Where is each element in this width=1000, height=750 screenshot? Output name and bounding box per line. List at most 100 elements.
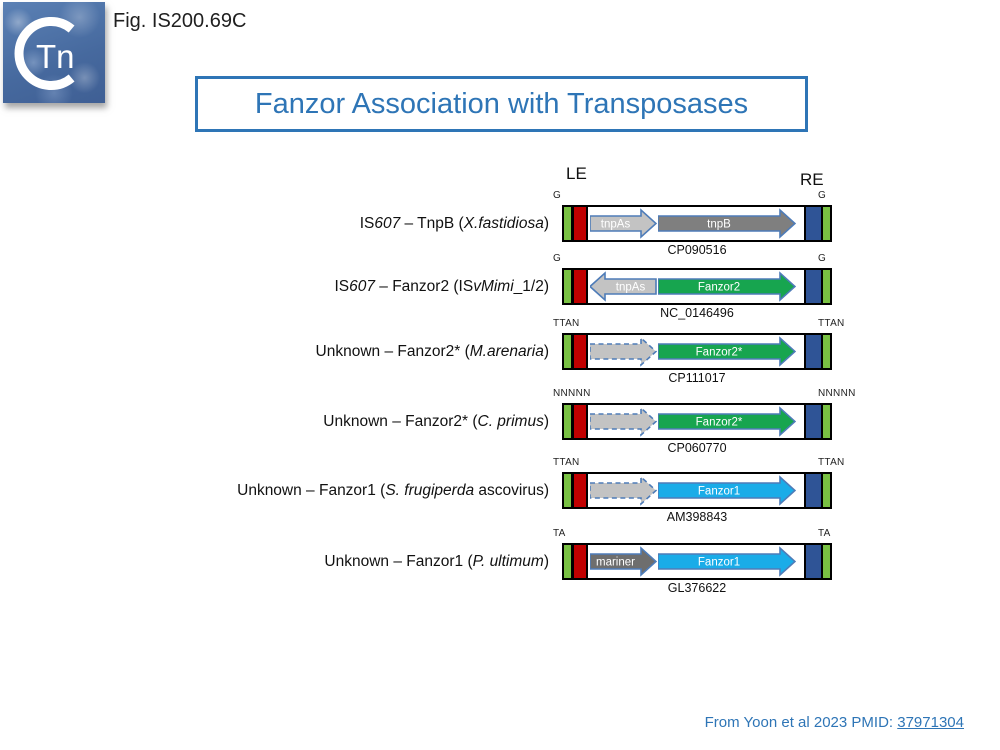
flank-right-label: TTAN: [818, 318, 845, 329]
row-label-part: ): [543, 343, 549, 360]
degraded-orf-arrow-shape: [590, 475, 657, 506]
re-blue-box: [804, 335, 821, 368]
re-blue-box: [804, 207, 821, 240]
re-green-box: [821, 474, 830, 507]
logo-tn-text: Tn: [36, 38, 75, 75]
citation-text: From Yoon et al 2023 PMID:: [704, 714, 898, 731]
row-label-part: _1/2): [513, 278, 549, 295]
accession-label: CP111017: [668, 371, 726, 385]
le-green-box: [564, 405, 574, 438]
row-label-part: IS: [359, 215, 375, 232]
row-label: Unknown – Fanzor2* (C. primus): [0, 403, 549, 440]
row-label-part: C. primus: [477, 413, 544, 430]
flank-right-label: G: [818, 253, 827, 264]
Fanzor2-arrow-label: Fanzor2: [698, 282, 740, 294]
flank-right-label: TTAN: [818, 457, 845, 468]
row-label-part: 607: [374, 215, 401, 232]
gene-arrow-degraded-orf: [590, 406, 657, 437]
re-green-box: [821, 270, 830, 303]
le-green-box: [564, 207, 574, 240]
bar-middle: Fanzor2*: [588, 335, 804, 368]
row-label: IS607 – Fanzor2 (ISvMimi_1/2): [0, 268, 549, 305]
row-label-part: – Fanzor2 (IS: [374, 278, 474, 295]
Fanzor1-arrow-shape: [658, 475, 796, 506]
re-terminus-label: RE: [800, 170, 824, 189]
le-red-box: [574, 270, 588, 303]
row-label-part: S. frugiperda: [385, 482, 475, 499]
flank-left-label: G: [553, 253, 562, 264]
row-label-part: Unknown – Fanzor2* (: [323, 413, 478, 430]
le-green-box: [564, 545, 574, 578]
flank-left-label: NNNNN: [553, 388, 591, 399]
le-green-box: [564, 270, 574, 303]
re-blue-box: [804, 474, 821, 507]
bar-middle: Fanzor2*: [588, 405, 804, 438]
row-label: Unknown – Fanzor1 (S. frugiperda ascovir…: [0, 472, 549, 509]
le-red-box: [574, 335, 588, 368]
mariner-arrow-label: mariner: [596, 557, 635, 569]
Fanzor2star-arrow-shape: [658, 336, 796, 367]
tncentral-logo: Tn: [3, 2, 105, 103]
transposon-bar: Fanzor2*: [562, 403, 832, 440]
flank-left-label: TA: [553, 528, 566, 539]
transposon-bar: tnpAs Fanzor2: [562, 268, 832, 305]
row-label-part: Unknown – Fanzor2* (: [315, 343, 470, 360]
transposon-bar: Fanzor1: [562, 472, 832, 509]
flank-right-label: G: [818, 190, 827, 201]
Fanzor1-arrow-shape: [658, 546, 796, 577]
Fanzor2-arrow-shape: [658, 271, 796, 302]
degraded-orf-arrow-shape: [590, 406, 657, 437]
row-label-part: ): [543, 215, 549, 232]
slide-title-box: Fanzor Association with Transposases: [195, 76, 808, 132]
le-red-box: [574, 207, 588, 240]
c-arc-icon: [14, 17, 75, 90]
le-red-box: [574, 474, 588, 507]
row-label-part: Unknown – Fanzor1 (: [237, 482, 386, 499]
tnpAs-arrow-label: tnpAs: [601, 219, 631, 231]
re-green-box: [821, 207, 830, 240]
transposon-bar: Fanzor2*: [562, 333, 832, 370]
row-label-part: Unknown – Fanzor1 (: [324, 553, 473, 570]
le-red-box: [574, 545, 588, 578]
slide-title: Fanzor Association with Transposases: [254, 87, 749, 120]
gene-arrow-Fanzor2star: Fanzor2*: [658, 406, 796, 437]
re-blue-box: [804, 270, 821, 303]
accession-label: CP090516: [667, 243, 727, 257]
gene-arrow-tnpAs: tnpAs: [590, 271, 657, 302]
re-blue-box: [804, 405, 821, 438]
flank-right-label: TA: [818, 528, 831, 539]
row-label-part: X.fastidiosa: [463, 215, 544, 232]
bar-middle: tnpAs Fanzor2: [588, 270, 804, 303]
gene-arrow-Fanzor2: Fanzor2: [658, 271, 796, 302]
le-green-box: [564, 474, 574, 507]
tnpAs-arrow-shape: [590, 208, 657, 239]
re-green-box: [821, 335, 830, 368]
transposon-bar: tnpAs tnpB: [562, 205, 832, 242]
tnpAs-arrow-shape: [590, 271, 657, 302]
row-label-part: vMimi: [473, 278, 514, 295]
flank-right-label: NNNNN: [818, 388, 856, 399]
row-label: Unknown – Fanzor1 (P. ultimum): [0, 543, 549, 580]
gene-arrow-Fanzor2star: Fanzor2*: [658, 336, 796, 367]
accession-label: CP060770: [667, 441, 727, 455]
gene-arrow-tnpAs: tnpAs: [590, 208, 657, 239]
gene-arrow-tnpB: tnpB: [658, 208, 796, 239]
Fanzor2star-arrow-shape: [658, 406, 796, 437]
flank-left-label: G: [553, 190, 562, 201]
re-green-box: [821, 405, 830, 438]
gene-arrow-degraded-orf: [590, 475, 657, 506]
tnpB-arrow-shape: [658, 208, 796, 239]
fig-label: Fig. IS200.69C: [113, 10, 247, 32]
re-green-box: [821, 545, 830, 578]
row-label-part: – TnpB (: [400, 215, 464, 232]
re-blue-box: [804, 545, 821, 578]
row-label-part: M.arenaria: [469, 343, 544, 360]
accession-label: AM398843: [666, 510, 728, 524]
pmid-link[interactable]: 37971304: [897, 714, 964, 731]
mariner-arrow-shape: [590, 546, 657, 577]
logo-c-monogram: Tn: [14, 17, 75, 90]
